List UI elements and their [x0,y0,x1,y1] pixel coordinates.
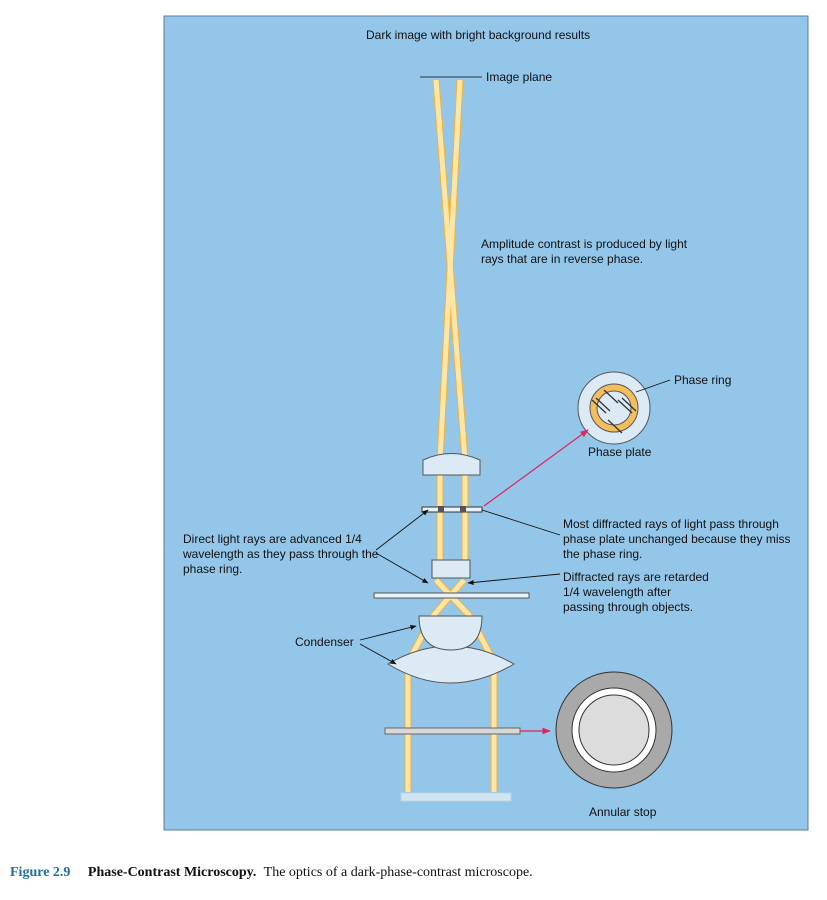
phase-plate-label: Phase plate [588,445,652,459]
eyepiece-lens [422,453,481,476]
image-plane-label: Image plane [486,70,553,84]
phase-plate-detail [577,371,651,445]
phase-plate-red-arrow [483,429,589,507]
phase-ring-pointer [635,379,671,393]
diffracted-retarded-label: Diffracted rays are retarded 1/4 wavelen… [563,570,709,614]
most-diffracted-label: Most diffracted rays of light pass throu… [563,517,791,561]
top-result-label: Dark image with bright background result… [366,28,591,42]
annular-stop-label: Annular stop [589,805,657,819]
specimen-slide [373,592,530,599]
caption-text: The optics of a dark-phase-contrast micr… [263,865,533,880]
annular-stop-slider [384,727,521,735]
objective-lens [431,559,471,579]
caption-title: Phase-Contrast Microscopy. [87,865,257,880]
condenser-label: Condenser [295,635,354,649]
annular-stop-detail [555,671,673,789]
condenser-lens-lower [387,645,515,684]
amplitude-contrast-label: Amplitude contrast is produced by light … [481,237,688,266]
direct-light-label: Direct light rays are advanced 1/4 wavel… [183,532,379,576]
leader-lines [359,509,561,665]
light-source [400,792,512,802]
phase-plate-side [421,506,483,513]
caption-number: Figure 2.9 [10,865,71,880]
phase-ring-label: Phase ring [674,373,732,387]
condenser-lens-upper [418,615,483,651]
figure-caption: Figure 2.9 Phase-Contrast Microscopy. Th… [10,865,533,881]
diagram-panel [163,15,809,831]
